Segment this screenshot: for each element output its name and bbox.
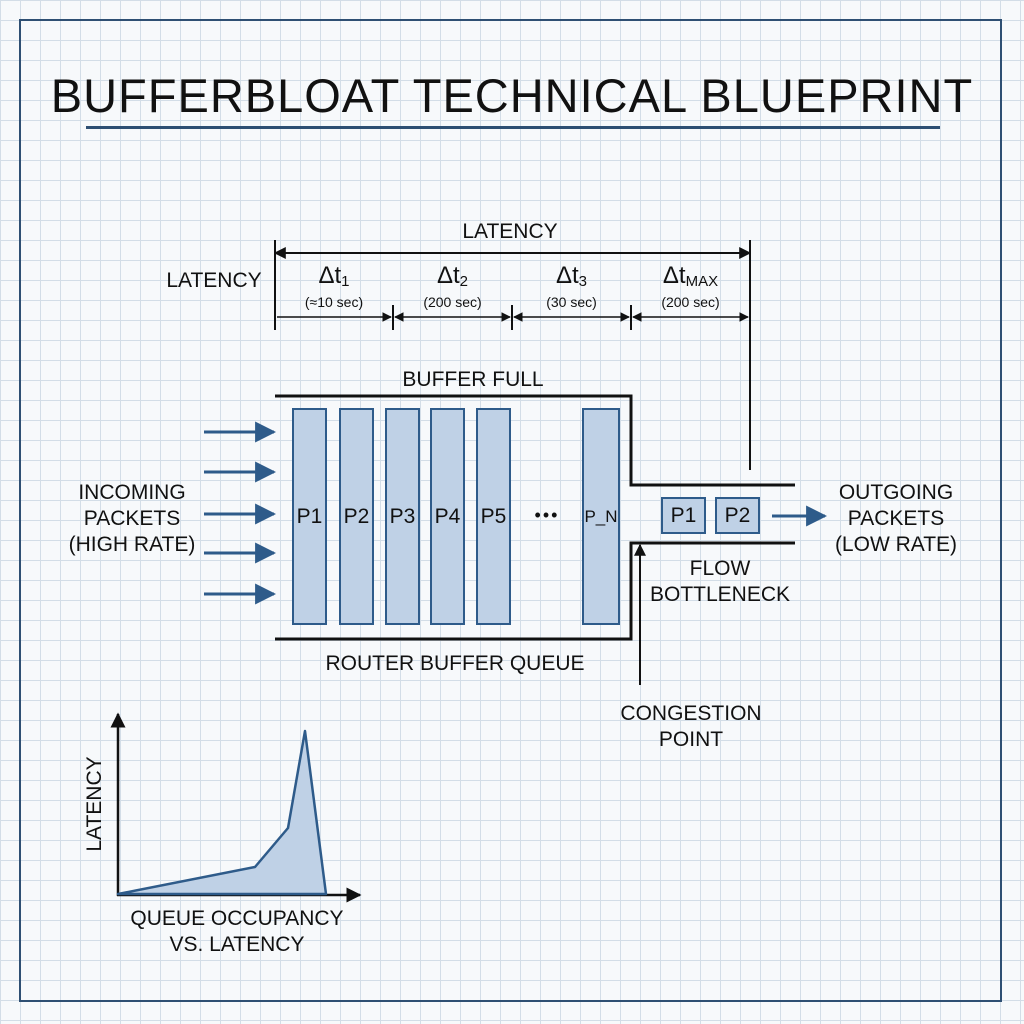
interval-1-symbol: Δt1 [318, 262, 350, 290]
interval-1-value: (≈10 sec) [304, 294, 364, 310]
latency-side-label: LATENCY [166, 269, 262, 292]
buffer-packet: P4 [430, 408, 465, 625]
title-underline [86, 126, 940, 129]
buffer-packet: P1 [292, 408, 327, 625]
interval-3-value: (30 sec) [546, 294, 597, 310]
mini-chart-y-label: LATENCY [83, 756, 106, 852]
bottleneck-packet: P2 [715, 497, 760, 534]
packet-ellipsis: ••• [534, 505, 560, 525]
buffer-packet: P3 [385, 408, 420, 625]
buffer-packet: P5 [476, 408, 511, 625]
blueprint-frame [19, 19, 1002, 1002]
interval-2-value: (200 sec) [423, 294, 482, 310]
bottleneck-packet: P1 [661, 497, 706, 534]
interval-max-symbol: ΔtMAX [662, 262, 719, 290]
buffer-packet: P2 [339, 408, 374, 625]
mini-chart-area [116, 729, 328, 896]
buffer-full-label: BUFFER FULL [402, 368, 544, 391]
interval-max-value: (200 sec) [661, 294, 720, 310]
interval-2-symbol: Δt2 [436, 262, 469, 290]
latency-total-label: LATENCY [462, 220, 558, 243]
page-title: BUFFERBLOAT TECHNICAL BLUEPRINT [50, 69, 974, 122]
buffer-packet-last: P_N [582, 408, 620, 625]
buffer-top-wall [275, 394, 795, 487]
router-buffer-queue-label: ROUTER BUFFER QUEUE [325, 652, 585, 675]
interval-3-symbol: Δt3 [555, 262, 588, 290]
buffer-bottom-wall [275, 541, 795, 641]
